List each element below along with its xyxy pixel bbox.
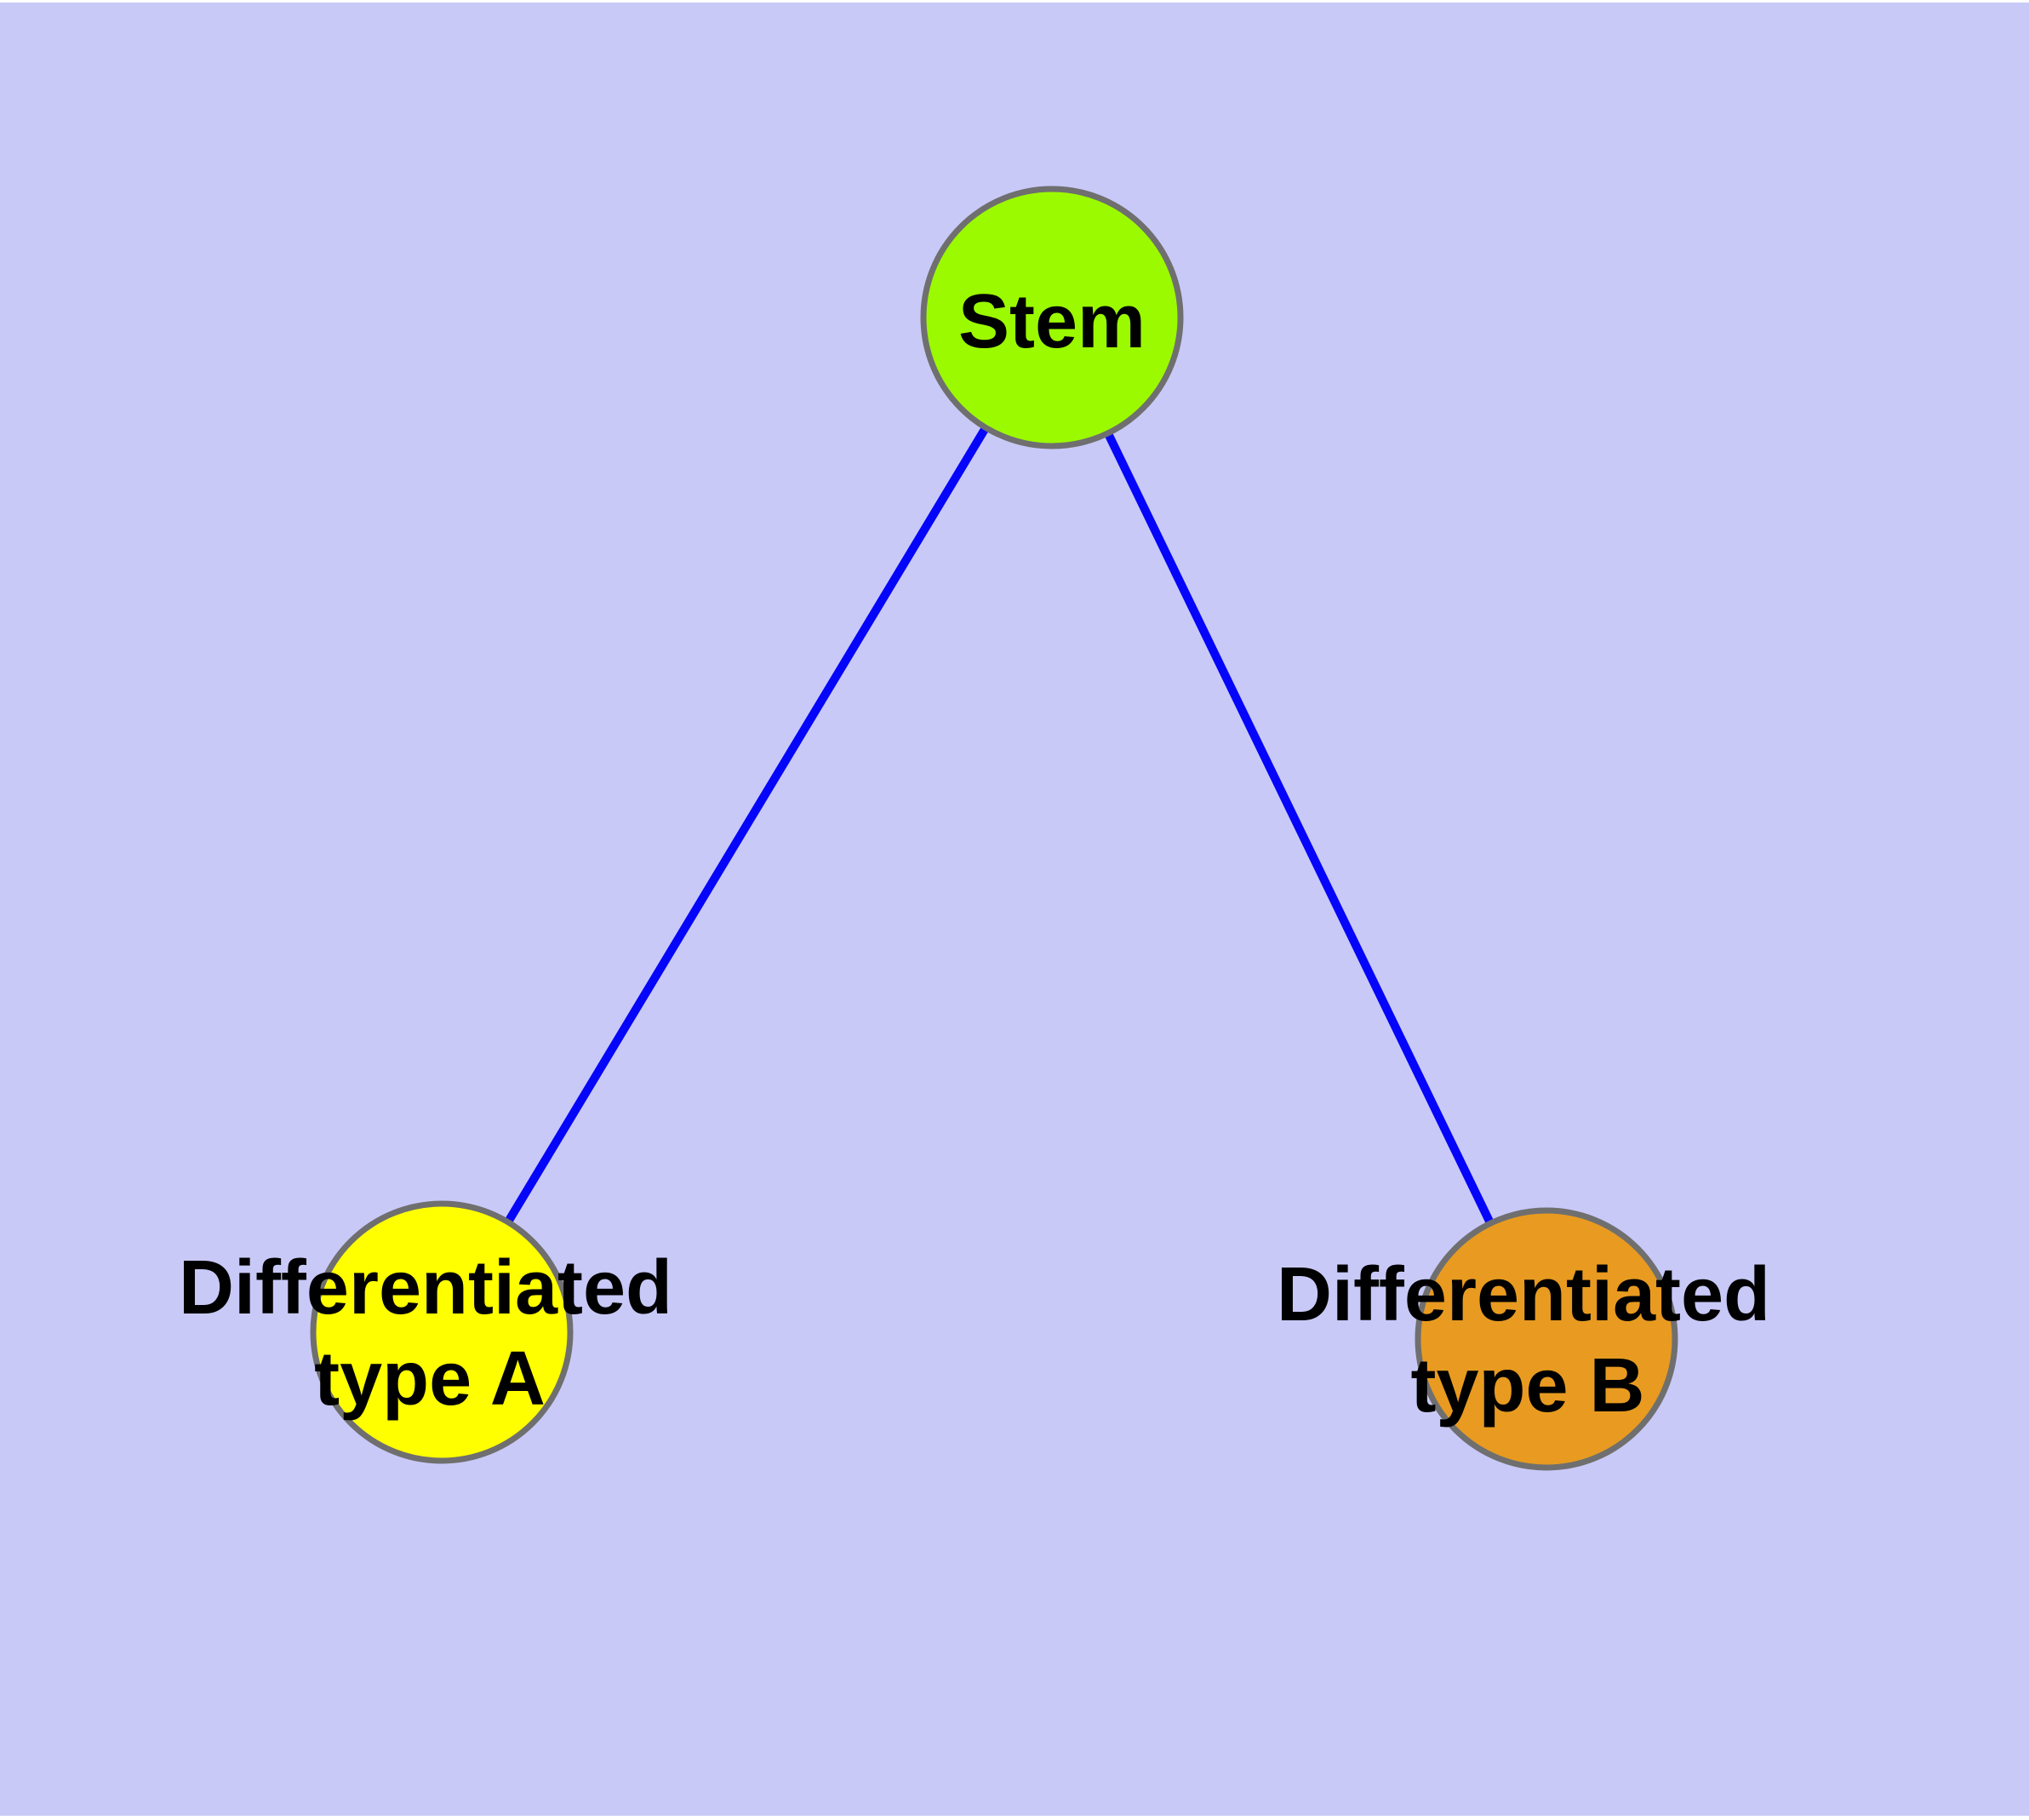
edge-stem-to-type-b <box>1048 315 1551 1342</box>
node-type-b-label-line1: Differentiated <box>1277 1252 1770 1337</box>
node-stem-label: Stem <box>958 279 1146 364</box>
node-differentiated-type-b <box>1415 1207 1678 1471</box>
node-type-a-label-line2: type A <box>314 1336 546 1422</box>
node-type-b-label-line2: type B <box>1410 1343 1644 1428</box>
node-type-a-label-line1: Differentiated <box>179 1245 672 1331</box>
node-differentiated-type-a <box>310 1200 574 1464</box>
node-stem <box>920 186 1184 449</box>
edge-stem-to-type-a <box>437 315 1056 1335</box>
